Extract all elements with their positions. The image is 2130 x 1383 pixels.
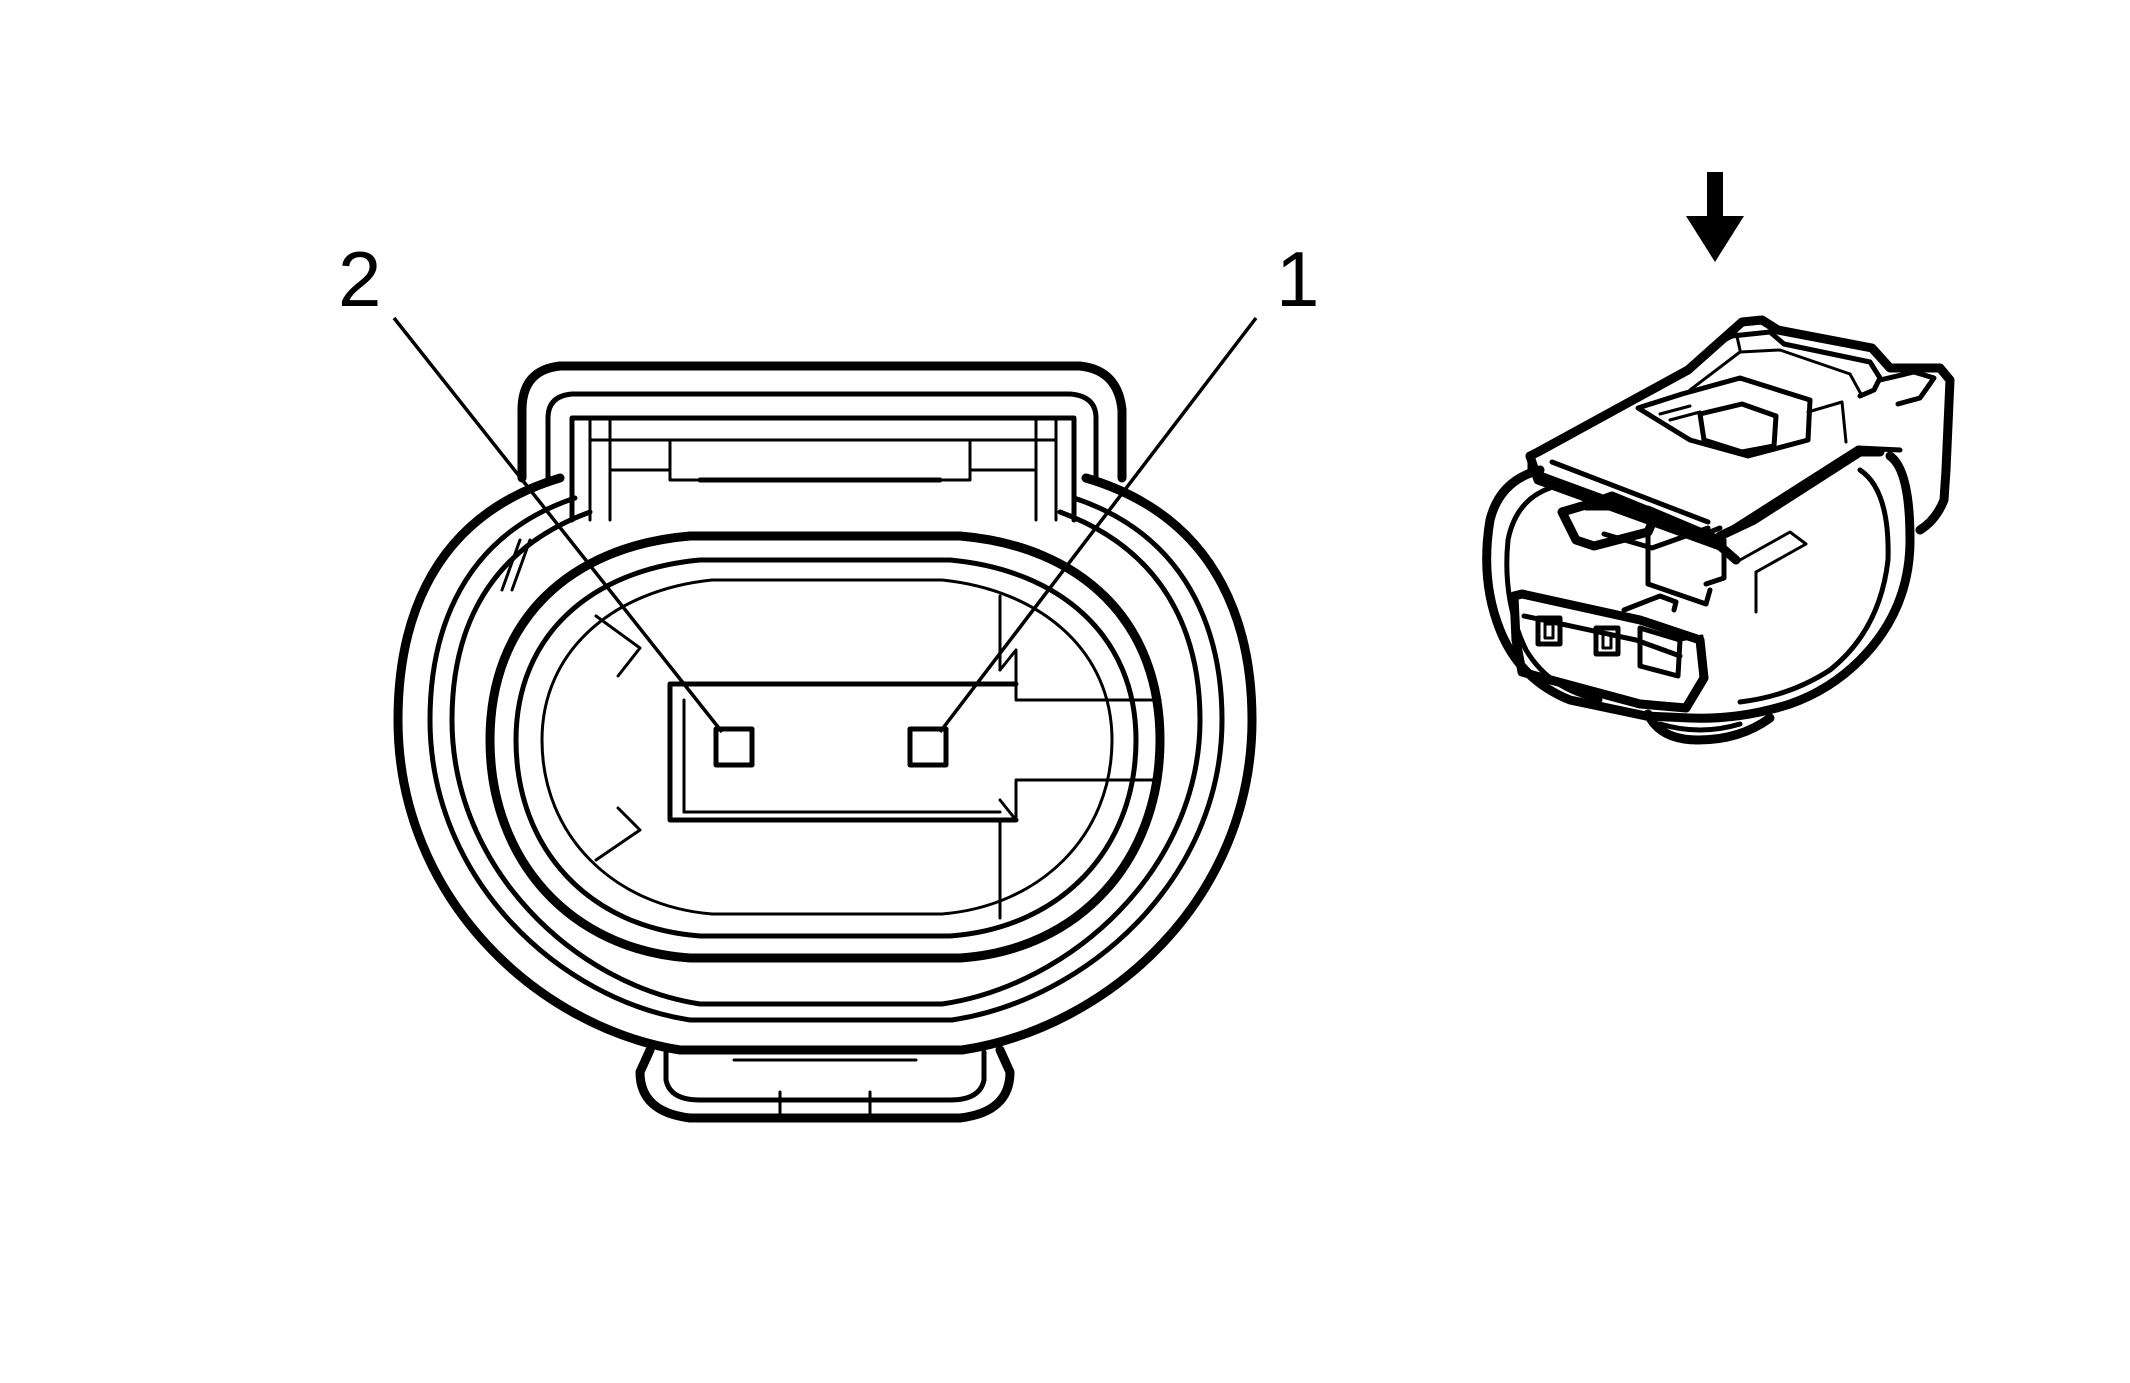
- pin-1-terminal: [907, 726, 949, 768]
- pin-1-leader: [938, 316, 1258, 734]
- connector-3d-view: [1482, 172, 1955, 745]
- pin-2-leader: [392, 316, 724, 734]
- connector-face-view: 2 1: [338, 235, 1319, 1123]
- terminal-block: [667, 681, 1019, 823]
- bottom-tab: [635, 1018, 1015, 1123]
- pin-2-label: 2: [338, 235, 381, 323]
- down-arrow-icon: [1686, 172, 1744, 262]
- pin-1-label: 1: [1276, 235, 1319, 323]
- top-latch: [517, 361, 1127, 523]
- pin-2-terminal: [713, 726, 755, 768]
